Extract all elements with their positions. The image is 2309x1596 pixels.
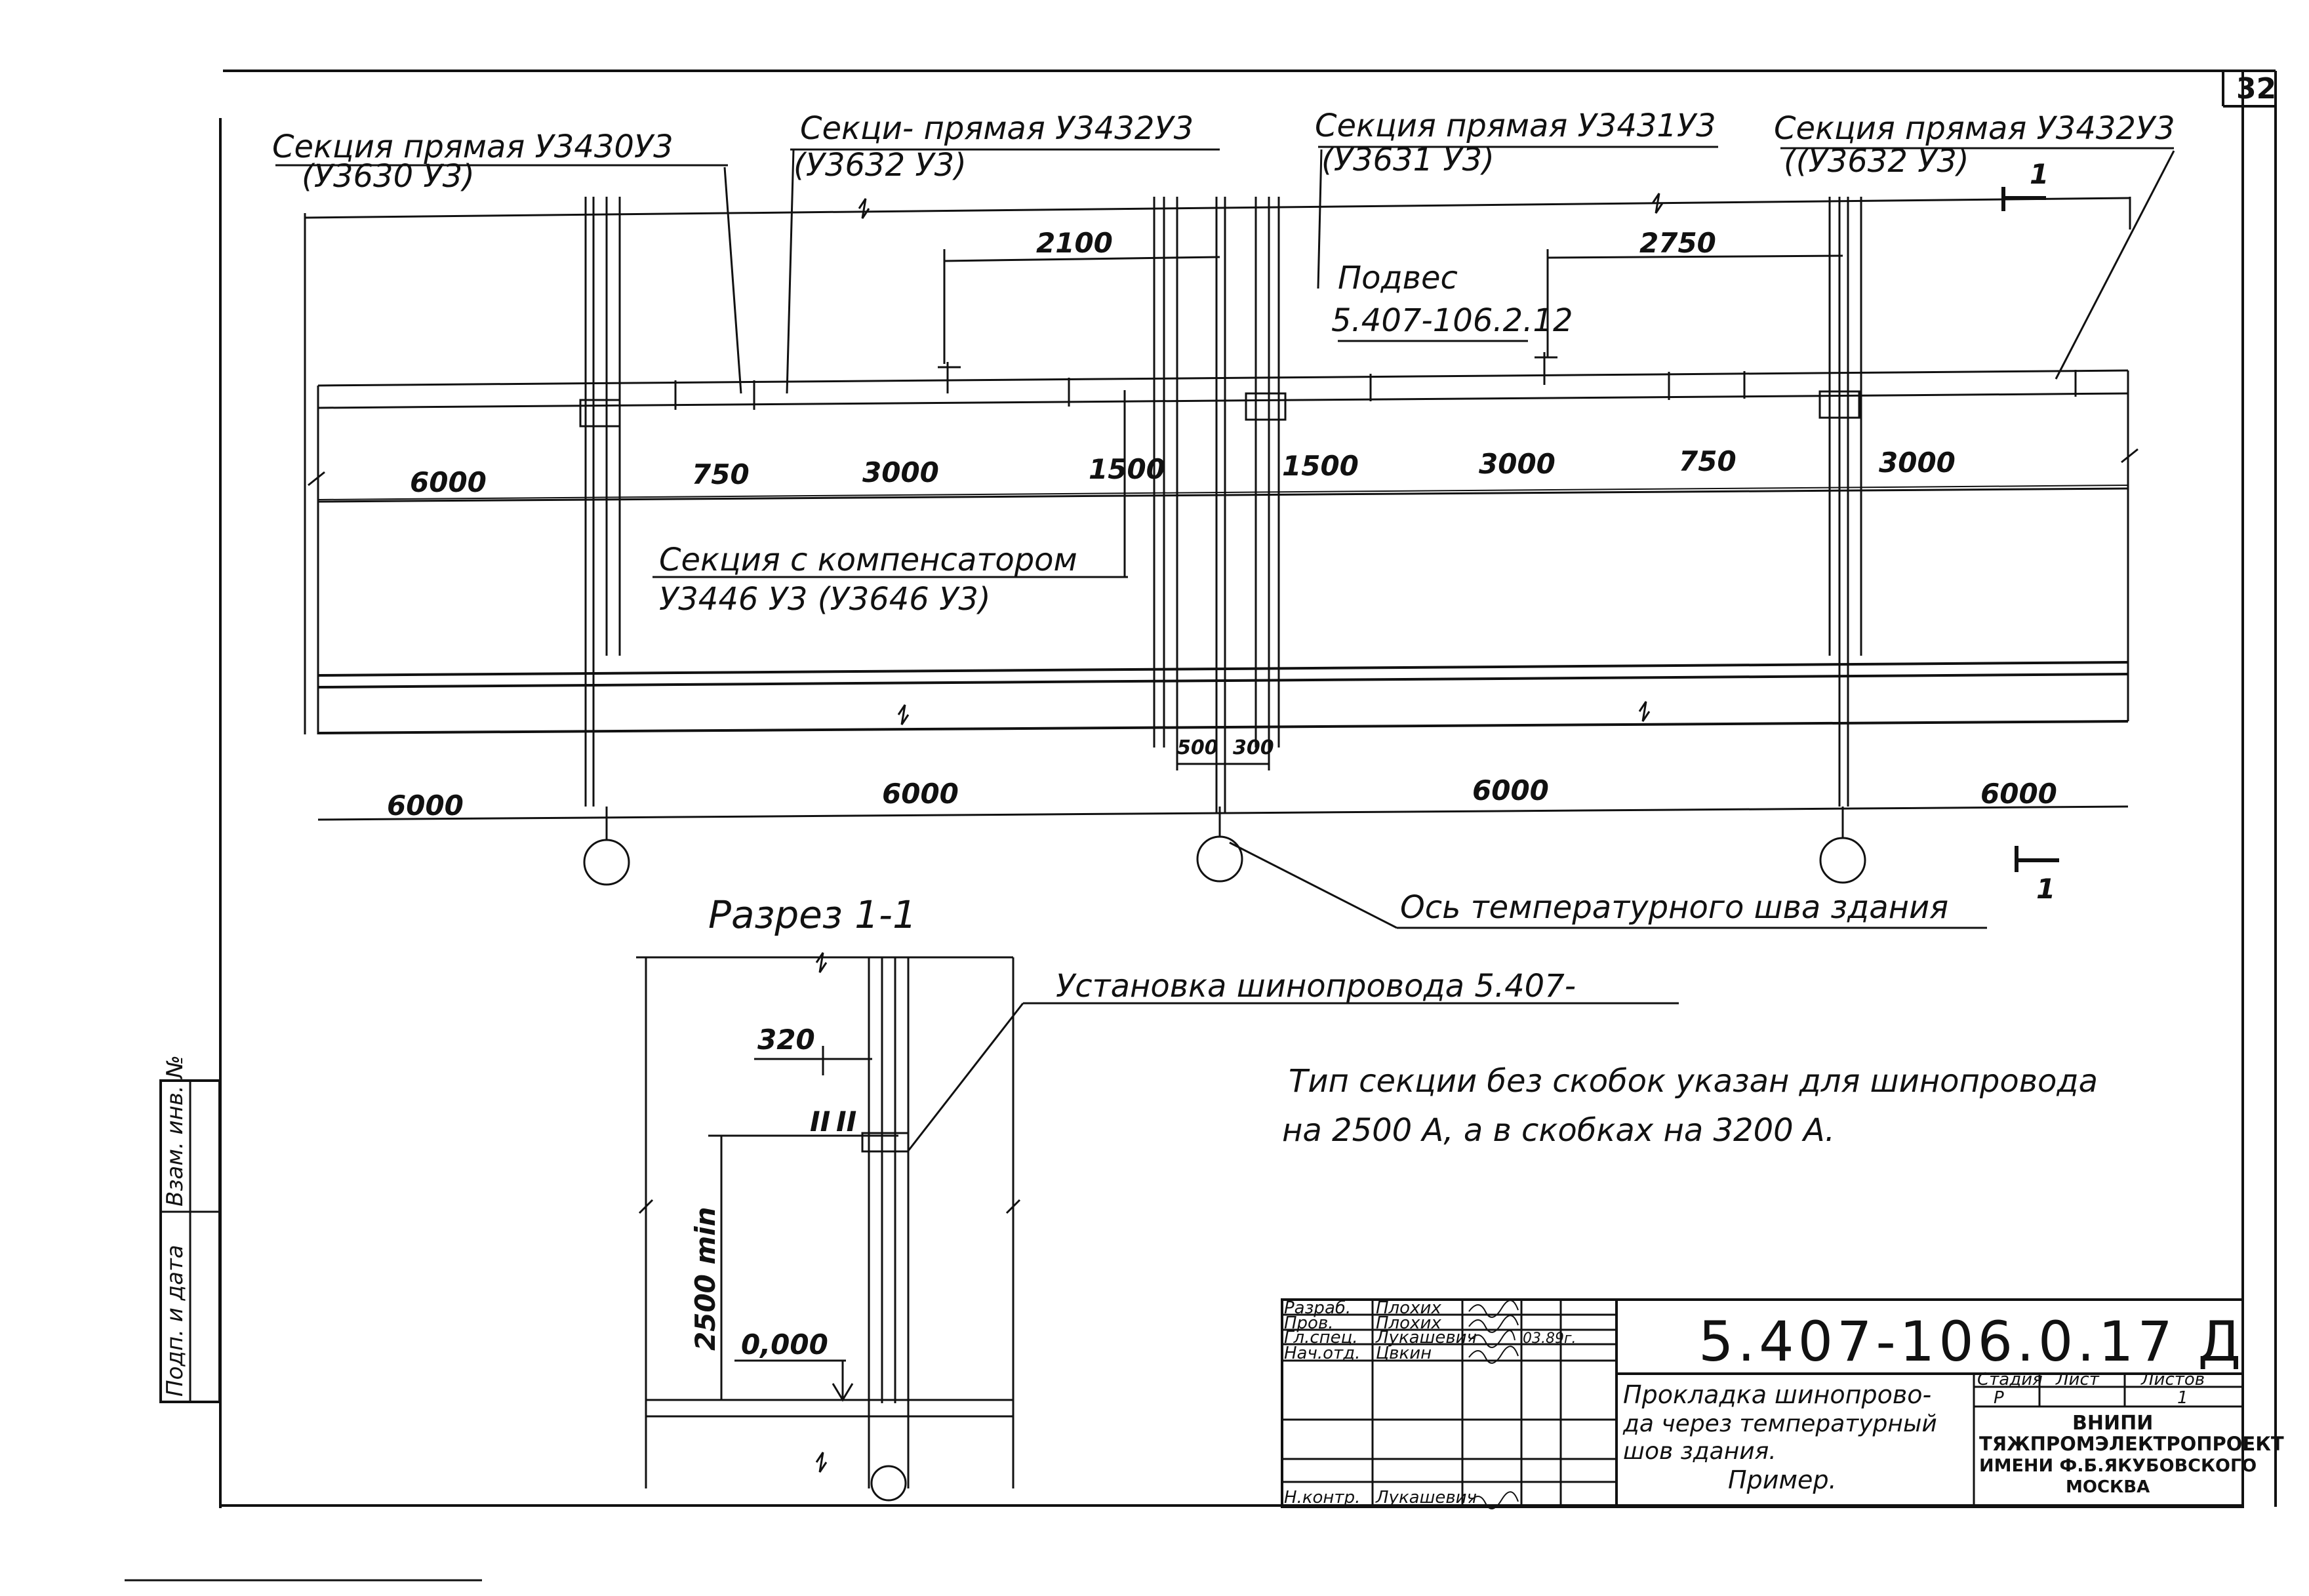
- tb-role-1: Разраб.: [1284, 1298, 1351, 1318]
- side-stamp-inventory-label: Взам. инв. №: [162, 1055, 188, 1207]
- busbar-dim-3000a: 3000: [862, 456, 939, 489]
- side-stamp-signature-label: Подп. и дата: [162, 1245, 188, 1397]
- section4-label: Секция прямая У3432У3: [1774, 110, 2175, 147]
- tb-org-4: МОСКВА: [2066, 1477, 2150, 1497]
- tb-stage-header: Стадия: [1977, 1370, 2043, 1389]
- section2-label: Секци- прямая У3432У3: [800, 110, 1194, 147]
- top-dim-2750: 2750: [1639, 227, 1716, 259]
- tb-role-7: Н.контр.: [1284, 1488, 1360, 1507]
- side-stamp: Подп. и дата Взам. инв. №: [159, 1055, 221, 1403]
- tb-name-1: Плохих: [1376, 1298, 1441, 1318]
- section4-alt-label: ((У3632 У3): [1784, 143, 1969, 180]
- section-bracket-mark-1: II: [810, 1106, 830, 1138]
- busbar-dim-6000: 6000: [410, 466, 487, 498]
- tb-description-1: Прокладка шинопрово-: [1623, 1380, 1931, 1409]
- busbar-dim-1500b: 1500: [1282, 450, 1359, 482]
- tb-org-3: ИМЕНИ Ф.Б.ЯКУБОВСКОГО: [1979, 1456, 2257, 1476]
- sheet-frame: [125, 70, 2277, 1582]
- busbar-dim-750a: 750: [692, 458, 750, 490]
- tb-name-3: Лукашевич: [1375, 1328, 1477, 1347]
- tb-role-4: Нач.отд.: [1284, 1344, 1360, 1363]
- hanger-code-label: 5.407-106.2.12: [1331, 302, 1573, 339]
- tb-name-4: Цвкин: [1376, 1344, 1432, 1363]
- section2-alt-label: (У3632 У3): [793, 147, 967, 184]
- section-install-label: Установка шинопровода 5.407-: [1056, 968, 1576, 1005]
- section1-alt-label: (У3630 У3): [302, 158, 475, 195]
- note-line-2: на 2500 А, а в скобках на 3200 А.: [1282, 1112, 1835, 1149]
- tb-role-3: Гл.спец.: [1284, 1328, 1358, 1347]
- section-bracket-mark-2: II: [836, 1106, 856, 1138]
- tb-description-4: Пример.: [1728, 1466, 1837, 1494]
- section-title: Разрез 1-1: [708, 892, 917, 937]
- axis-note-label: Ось температурного шва здания: [1400, 889, 1948, 926]
- busbar-dim-3000c: 3000: [1879, 447, 1956, 479]
- section-level-label: 0,000: [741, 1328, 828, 1361]
- tb-sheet-header: Лист: [2055, 1370, 2100, 1389]
- tb-name-7: Лукашевич: [1375, 1488, 1477, 1507]
- section3-alt-label: (У3631 У3): [1321, 142, 1495, 178]
- section1-label: Секция прямая У3430У3: [272, 129, 673, 165]
- section-dim-320: 320: [757, 1024, 815, 1056]
- joint-dim-500: 500: [1177, 736, 1218, 759]
- title-block: [1281, 1298, 2244, 1508]
- tb-sheets-value: 1: [2177, 1388, 2188, 1408]
- plan-view: [275, 146, 2175, 929]
- busbar-dim-1500a: 1500: [1089, 453, 1165, 485]
- busbar-dim-750b: 750: [1679, 445, 1737, 477]
- tb-name-2: Плохих: [1376, 1313, 1441, 1333]
- bottom-dim-6000b: 6000: [882, 778, 959, 810]
- tb-sheets-header: Листов: [2140, 1370, 2205, 1389]
- signature-marks: [1468, 1300, 1519, 1509]
- bottom-dim-6000c: 6000: [1472, 774, 1549, 807]
- bottom-dim-6000d: 6000: [1980, 778, 2057, 810]
- tb-org-2: ТЯЖПРОМЭЛЕКТРОПРОЕКТ: [1979, 1433, 2284, 1455]
- document-code: 5.407-106.0.17 Д: [1698, 1309, 2245, 1374]
- tb-stage-value: Р: [1994, 1388, 2004, 1408]
- busbar-dim-3000b: 3000: [1479, 448, 1556, 480]
- section3-label: Секция прямая У3431У3: [1315, 108, 1716, 144]
- tb-role-2: Пров.: [1284, 1313, 1334, 1333]
- cut-mark-bottom: 1: [2036, 873, 2055, 905]
- section-dim-height: 2500 min: [689, 1207, 721, 1351]
- cut-mark-top: 1: [2030, 158, 2049, 190]
- top-dim-2100: 2100: [1036, 227, 1113, 259]
- hanger-label: Подвес: [1338, 260, 1458, 296]
- tb-org-1: ВНИПИ: [2072, 1412, 2153, 1435]
- compensator-code-label: У3446 У3 (У3646 У3): [659, 581, 991, 618]
- tb-date-3: 03.89г.: [1523, 1330, 1576, 1347]
- bottom-dim-6000a: 6000: [387, 789, 464, 822]
- note-line-1: Тип секции без скобок указан для шинопро…: [1289, 1063, 2098, 1100]
- sheet-number: 32: [2236, 72, 2276, 106]
- tb-description-2: да через температурный: [1622, 1410, 1937, 1437]
- tb-description-3: шов здания.: [1623, 1438, 1777, 1465]
- compensator-label: Секция с компенсатором: [659, 542, 1077, 578]
- joint-dim-300: 300: [1233, 736, 1274, 759]
- section-view: [636, 952, 1679, 1502]
